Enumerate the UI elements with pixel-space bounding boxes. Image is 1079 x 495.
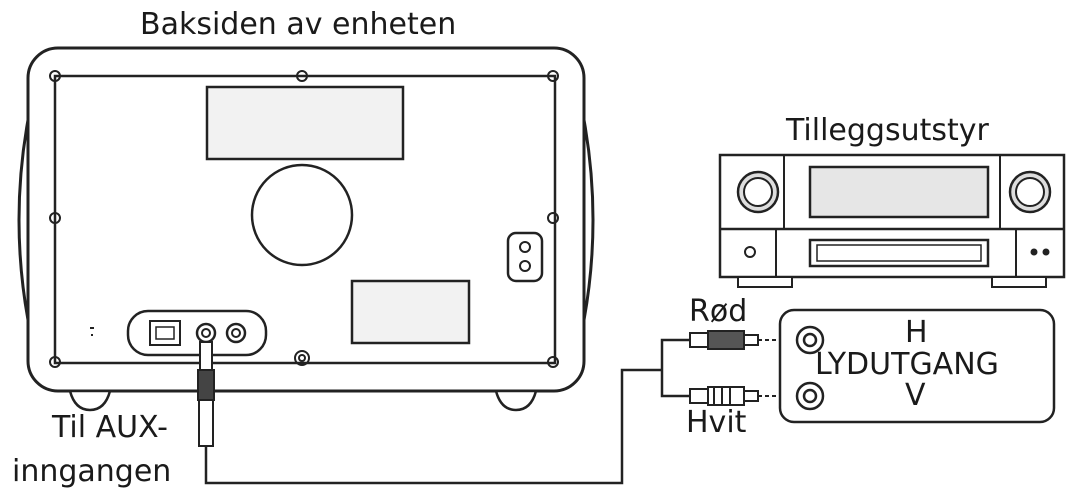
label-extra-equipment: Tilleggsutstyr xyxy=(786,113,989,148)
label-audio-out: LYDUTGANG xyxy=(815,347,999,382)
receiver-display xyxy=(808,165,990,219)
radio-foot-left xyxy=(68,389,112,412)
label-white: Hvit xyxy=(686,405,747,440)
label-device-back: Baksiden av enheten xyxy=(140,7,457,42)
audio-cable xyxy=(204,338,690,485)
output-jack-right xyxy=(795,325,825,355)
label-output-h: H xyxy=(905,315,928,350)
power-socket xyxy=(506,231,544,283)
aux-plug xyxy=(199,341,213,371)
radio-bottom-plate xyxy=(350,279,471,345)
label-output-v: V xyxy=(905,378,926,413)
radio-foot-right xyxy=(494,389,538,412)
label-red: Rød xyxy=(689,294,748,329)
receiver-foot-left xyxy=(737,276,793,288)
rca-plug-red xyxy=(689,330,790,350)
receiver-foot-right xyxy=(991,276,1047,288)
radio-side-left xyxy=(17,119,30,321)
audio-output-panel xyxy=(778,308,1056,424)
radio-top-plate xyxy=(205,85,405,161)
panel-screws xyxy=(49,70,559,368)
label-aux-line2: inngangen xyxy=(12,454,172,489)
rca-plug-white xyxy=(689,386,790,406)
label-aux-line1: Til AUX- xyxy=(52,410,168,445)
headphone-jack xyxy=(225,322,247,344)
radio-speaker-port xyxy=(250,163,354,267)
output-jack-left xyxy=(795,381,825,411)
radio-side-right xyxy=(582,119,595,321)
